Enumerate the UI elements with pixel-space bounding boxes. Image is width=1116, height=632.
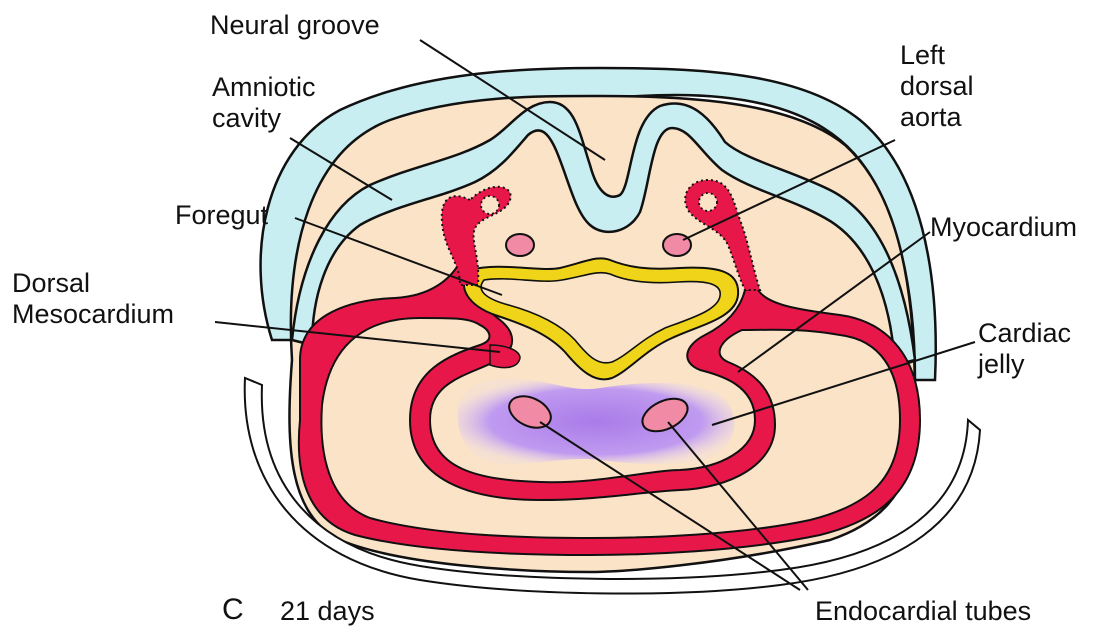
label-left-dorsal-aorta: Left dorsal aorta [900,40,974,133]
label-amniotic-cavity: Amniotic cavity [212,72,316,134]
label-cardiac-jelly-line2: jelly [978,349,1071,380]
label-dorsal-mesocardium-line1: Dorsal [12,268,174,299]
label-neural-groove: Neural groove [210,10,380,41]
panel-letter: C [222,594,244,625]
panel-age: 21 days [280,596,375,627]
label-amniotic-cavity-line2: cavity [212,103,316,134]
dorsal-aorta-right [506,234,534,256]
label-cardiac-jelly: Cardiac jelly [978,318,1071,380]
label-dorsal-mesocardium: Dorsal Mesocardium [12,268,174,330]
label-cardiac-jelly-line1: Cardiac [978,318,1071,349]
label-left-dorsal-aorta-line3: aorta [900,102,974,133]
label-endocardial-tubes: Endocardial tubes [815,596,1031,627]
label-left-dorsal-aorta-line1: Left [900,40,974,71]
label-left-dorsal-aorta-line2: dorsal [900,71,974,102]
label-dorsal-mesocardium-line2: Mesocardium [12,299,174,330]
label-amniotic-cavity-line1: Amniotic [212,72,316,103]
label-myocardium: Myocardium [930,212,1077,243]
label-foregut: Foregut [175,200,268,231]
